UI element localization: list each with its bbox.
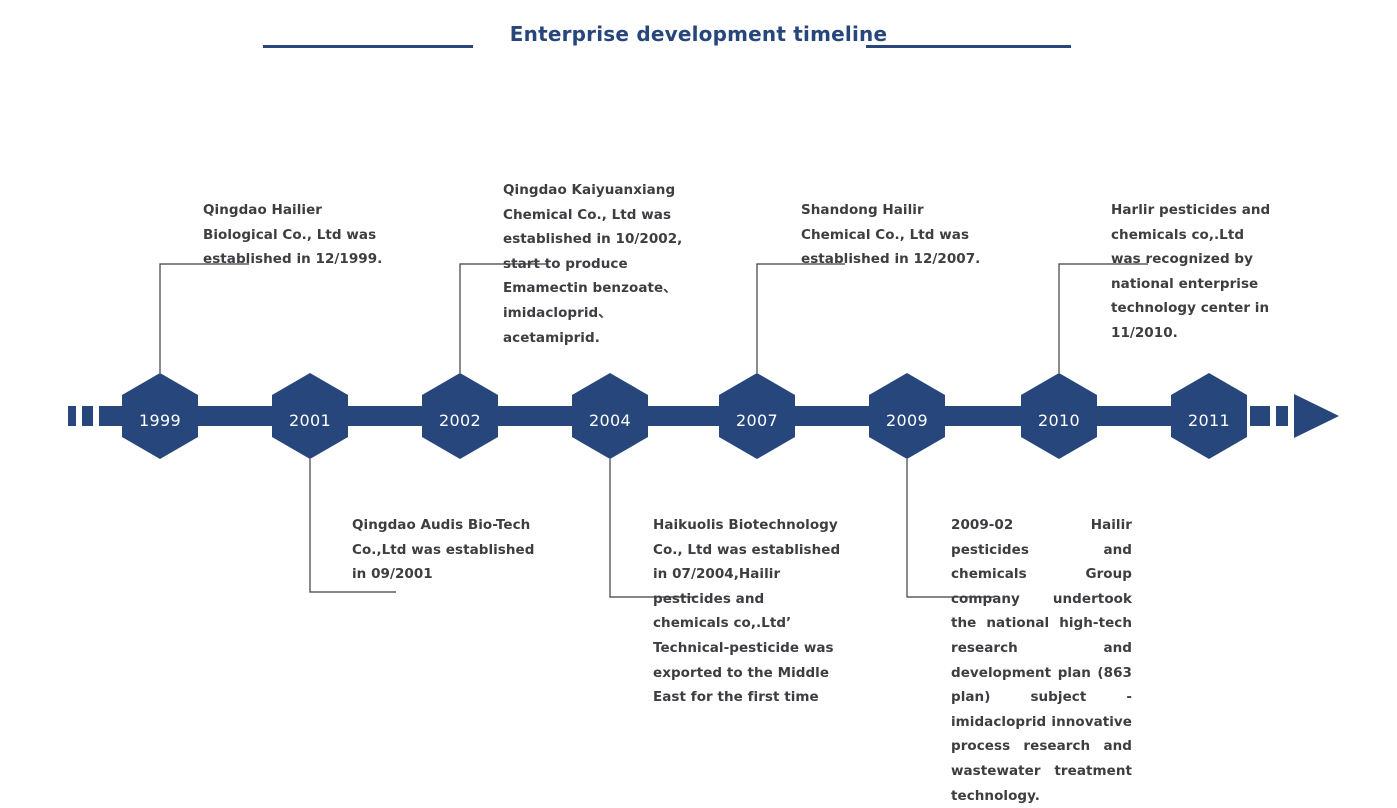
- hex-label-2004: 2004: [589, 411, 631, 430]
- connector-lines: [159, 263, 1148, 598]
- connector-2007: [756, 263, 845, 373]
- hex-label-2009: 2009: [886, 411, 928, 430]
- note-1999: Qingdao Hailier Biological Co., Ltd was …: [203, 202, 383, 268]
- axis-bar: [119, 406, 1245, 426]
- hex-marker-2002: [422, 373, 498, 459]
- hex-label-1999: 1999: [139, 411, 181, 430]
- hex-marker-2010: [1021, 373, 1097, 459]
- hex-marker-2007: [719, 373, 795, 459]
- hex-label-2002: 2002: [439, 411, 481, 430]
- note-2010: Harlir pesticides and chemicals co,.Ltd …: [1111, 202, 1271, 341]
- hex-label-2007: 2007: [736, 411, 778, 430]
- hex-marker-2004: [572, 373, 648, 459]
- arrow-head-right-icon: [1294, 394, 1339, 438]
- hex-label-2010: 2010: [1038, 411, 1080, 430]
- hex-marker-1999: [122, 373, 198, 459]
- note-2002: Qingdao Kaiyuanxiang Chemical Co., Ltd w…: [503, 182, 683, 346]
- note-2004: Haikuolis Biotechnology Co., Ltd was est…: [653, 517, 841, 706]
- page-header: Enterprise development timeline: [0, 22, 1397, 62]
- axis-dash-1: [68, 406, 76, 426]
- connector-2010: [1058, 263, 1148, 373]
- title-rule-right: [866, 45, 1071, 48]
- axis-dash-3: [99, 406, 119, 426]
- connector-2004: [609, 459, 697, 598]
- connector-2002: [459, 263, 548, 373]
- hex-label-2011: 2011: [1188, 411, 1230, 430]
- connector-2001: [309, 459, 396, 593]
- axis-dash-5: [1276, 406, 1288, 426]
- timeline-axis-graphic: [68, 373, 1339, 459]
- connector-1999: [159, 263, 249, 373]
- connector-2009: [906, 459, 995, 598]
- hex-marker-2011: [1171, 373, 1247, 459]
- note-2007: Shandong Hailir Chemical Co., Ltd was es…: [801, 202, 981, 268]
- axis-dash-2: [82, 406, 93, 426]
- axis-dash-4: [1250, 406, 1270, 426]
- timeline-axis: 1999 2001 2002 2004 2007 2009 2010 2011: [0, 370, 1397, 480]
- hex-marker-2001: [272, 373, 348, 459]
- note-2001: Qingdao Audis Bio-Tech Co.,Ltd was estab…: [352, 517, 535, 583]
- note-2009: 2009-02 Hailir pesticides and chemicals …: [951, 517, 1132, 804]
- page-title: Enterprise development timeline: [509, 22, 888, 46]
- hex-label-2001: 2001: [289, 411, 331, 430]
- title-rule-left: [263, 45, 473, 48]
- hex-marker-2009: [869, 373, 945, 459]
